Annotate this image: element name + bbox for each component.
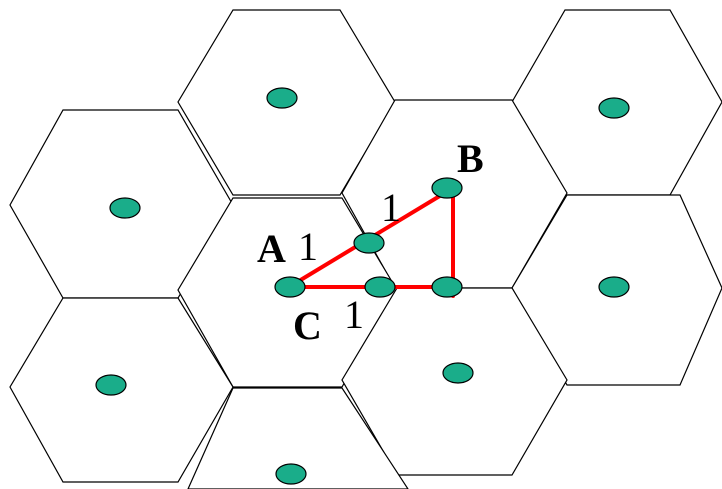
labels: B 1 A 1 C 1 (257, 136, 484, 348)
cell-center-dot-corner (431, 276, 463, 298)
label-length-bottom: 1 (344, 292, 364, 337)
cell-center-dot (109, 197, 141, 219)
label-length-left: 1 (298, 224, 318, 269)
cell-center-dot (598, 276, 630, 298)
label-point-b: B (457, 136, 484, 181)
cell-center-dot (598, 97, 630, 119)
label-point-c: C (293, 303, 322, 348)
label-length-top: 1 (381, 185, 401, 230)
hex-cell-bottom-center (187, 387, 409, 489)
cell-center-dot-a (274, 276, 306, 298)
cell-center-dot-mid-base (364, 276, 396, 298)
cell-centers (95, 87, 630, 485)
cell-center-dot (266, 87, 298, 109)
label-point-a: A (257, 226, 286, 271)
cell-center-dot-mid-hypotenuse (353, 232, 385, 254)
cell-center-dot (95, 374, 127, 396)
cell-center-dot-b (431, 177, 463, 199)
cell-center-dot (442, 362, 474, 384)
cell-center-dot (275, 463, 307, 485)
